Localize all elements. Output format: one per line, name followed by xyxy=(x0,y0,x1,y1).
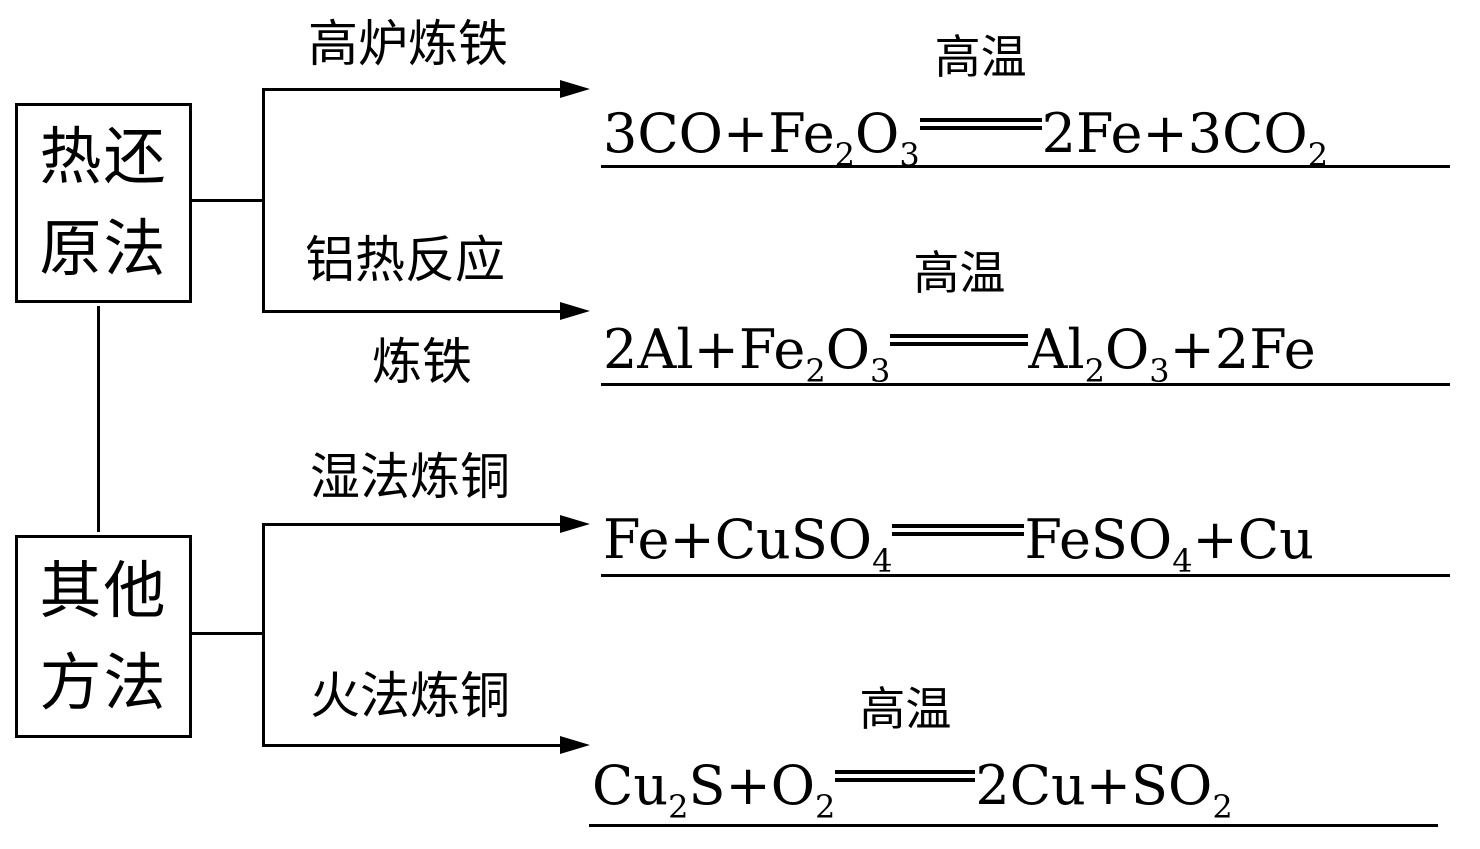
arrow-line xyxy=(262,523,562,526)
formula-text: 2Fe+3CO xyxy=(1041,102,1308,165)
double-line-sign xyxy=(892,524,1025,536)
equation-fire-copper: Cu2S+O2 高温 2Cu+SO2 xyxy=(592,684,1233,823)
branch-label: 火法炼铜 xyxy=(310,667,510,725)
equation-blast-furnace: 3CO+Fe2O3 高温 2Fe+3CO2 xyxy=(603,32,1328,171)
answer-underline xyxy=(601,165,1450,168)
box-line: 原法 xyxy=(39,212,168,285)
formula-text: 2Al+Fe xyxy=(603,318,806,381)
formula-text: O xyxy=(855,102,900,165)
box-line: 方法 xyxy=(39,645,168,719)
branch-label: 湿法炼铜 xyxy=(310,448,510,506)
double-line-sign xyxy=(835,770,976,782)
formula-subscript: 2 xyxy=(1307,136,1329,174)
equation-reactants: Fe+CuSO4 xyxy=(603,508,892,577)
arrow-head xyxy=(560,80,590,98)
condition-text: 高温 xyxy=(934,30,1027,84)
box-other-methods: 其他 方法 xyxy=(15,535,192,738)
branch-label: 高炉炼铁 xyxy=(308,15,508,73)
equation-products: 2Cu+SO2 xyxy=(975,754,1232,823)
formula-text: O xyxy=(825,318,870,381)
equation-products: FeSO4+Cu xyxy=(1024,508,1314,577)
formula-text: 3CO+Fe xyxy=(603,102,835,165)
formula-subscript: 2 xyxy=(805,352,826,390)
arrow-line xyxy=(262,310,562,313)
equation-condition: 高温 xyxy=(919,32,1042,152)
equation-condition: 高温 xyxy=(835,684,976,804)
formula-text: +Cu xyxy=(1192,508,1314,571)
formula-text: Fe+CuSO xyxy=(603,508,873,571)
arrow-head xyxy=(560,515,590,533)
formula-text: 2Cu+SO xyxy=(975,754,1213,817)
connector-line xyxy=(192,632,264,635)
formula-subscript: 4 xyxy=(872,542,893,580)
equation-thermite: 2Al+Fe2O3 高温 Al2O3+2Fe xyxy=(603,248,1316,387)
arrow-head xyxy=(560,736,590,754)
double-line-sign xyxy=(890,334,1029,346)
formula-subscript: 2 xyxy=(1212,788,1233,826)
box-line: 热还 xyxy=(39,120,168,193)
equation-wet-copper: Fe+CuSO4 FeSO4+Cu xyxy=(603,494,1314,577)
formula-subscript: 3 xyxy=(869,352,891,390)
equation-condition: 高温 xyxy=(890,248,1029,368)
equation-reactants: Cu2S+O2 xyxy=(592,754,835,823)
branch-label: 铝热反应 xyxy=(305,231,505,289)
formula-subscript: 2 xyxy=(834,136,856,174)
arrow-line xyxy=(262,744,562,747)
formula-subscript: 3 xyxy=(1149,352,1170,390)
formula-text: S+O xyxy=(688,754,815,817)
branch-label: 炼铁 xyxy=(372,333,472,391)
box-connector-line xyxy=(97,306,100,532)
equation-condition xyxy=(892,494,1025,558)
formula-subscript: 4 xyxy=(1172,542,1193,580)
double-line-sign xyxy=(919,118,1042,130)
formula-text: Cu xyxy=(592,754,669,817)
formula-subscript: 3 xyxy=(899,136,920,174)
formula-text: Al xyxy=(1028,318,1085,381)
equation-products: 2Fe+3CO2 xyxy=(1041,102,1328,171)
formula-subscript: 2 xyxy=(814,788,836,826)
formula-subscript: 2 xyxy=(668,788,689,826)
arrow-head xyxy=(560,302,590,320)
equation-reactants: 2Al+Fe2O3 xyxy=(603,318,890,387)
answer-underline xyxy=(601,383,1450,386)
condition-text: 高温 xyxy=(859,682,952,736)
equation-reactants: 3CO+Fe2O3 xyxy=(603,102,920,171)
formula-text: FeSO xyxy=(1024,508,1173,571)
box-thermal-reduction: 热还 原法 xyxy=(15,103,192,303)
connector-line xyxy=(262,88,265,313)
condition-text: 高温 xyxy=(913,246,1006,300)
formula-subscript: 2 xyxy=(1084,352,1105,390)
box-line: 其他 xyxy=(39,553,168,627)
formula-text: +2Fe xyxy=(1169,318,1316,381)
connector-line xyxy=(192,199,264,202)
equation-products: Al2O3+2Fe xyxy=(1028,318,1316,387)
formula-text: O xyxy=(1104,318,1150,381)
answer-underline xyxy=(589,824,1438,827)
answer-underline xyxy=(601,574,1450,577)
arrow-line xyxy=(262,88,562,91)
connector-line xyxy=(262,523,265,747)
